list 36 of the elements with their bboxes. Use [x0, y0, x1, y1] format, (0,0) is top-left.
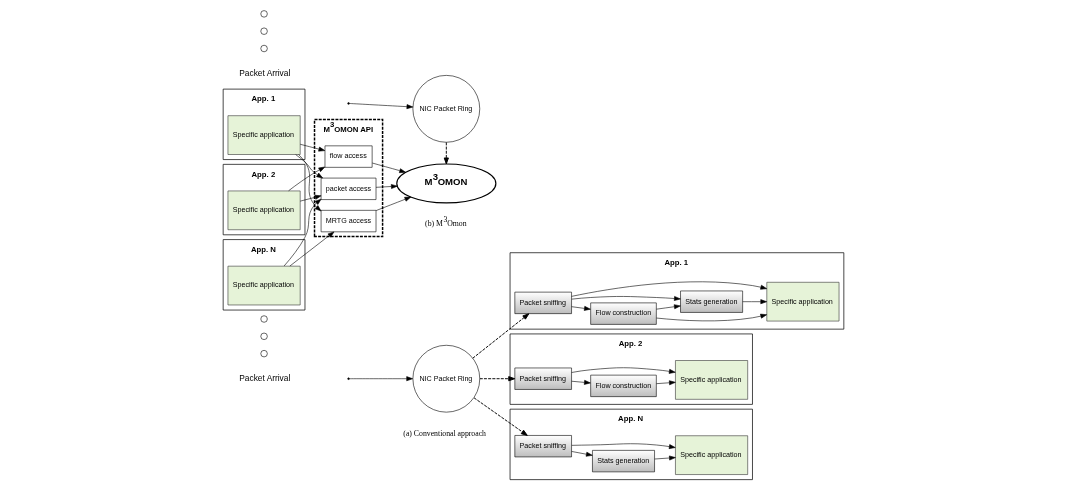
arrow	[283, 198, 322, 267]
arrow	[656, 304, 681, 310]
label: Packet Arrival	[239, 372, 291, 383]
arrow	[289, 231, 335, 267]
arrow	[654, 455, 676, 461]
arrow	[742, 299, 767, 305]
label: Packet Arrival	[239, 67, 291, 78]
arrow	[288, 166, 326, 192]
arrow	[571, 367, 676, 374]
arrow	[656, 313, 767, 322]
arrow	[472, 313, 530, 359]
arrow	[571, 296, 681, 301]
node-circle	[260, 44, 268, 53]
arrow	[349, 376, 413, 382]
arrow	[479, 376, 516, 382]
arrow	[473, 397, 528, 436]
node-circle	[260, 350, 268, 358]
arrow	[656, 380, 676, 386]
arrow	[349, 103, 414, 110]
node-circle	[260, 332, 268, 340]
node-circle	[260, 27, 268, 35]
arrow	[571, 451, 593, 457]
node-circle	[260, 315, 268, 323]
arrow	[571, 306, 591, 311]
arrow	[375, 184, 398, 189]
arrow	[298, 154, 322, 212]
arrow	[372, 162, 406, 173]
arrow	[571, 380, 591, 385]
arrow	[375, 196, 412, 211]
arrow	[295, 154, 323, 179]
arrow	[299, 194, 322, 202]
arrow	[443, 141, 449, 165]
arrow	[571, 443, 676, 449]
node-circle	[260, 10, 268, 18]
arrow	[571, 281, 767, 297]
arrow	[299, 143, 326, 152]
